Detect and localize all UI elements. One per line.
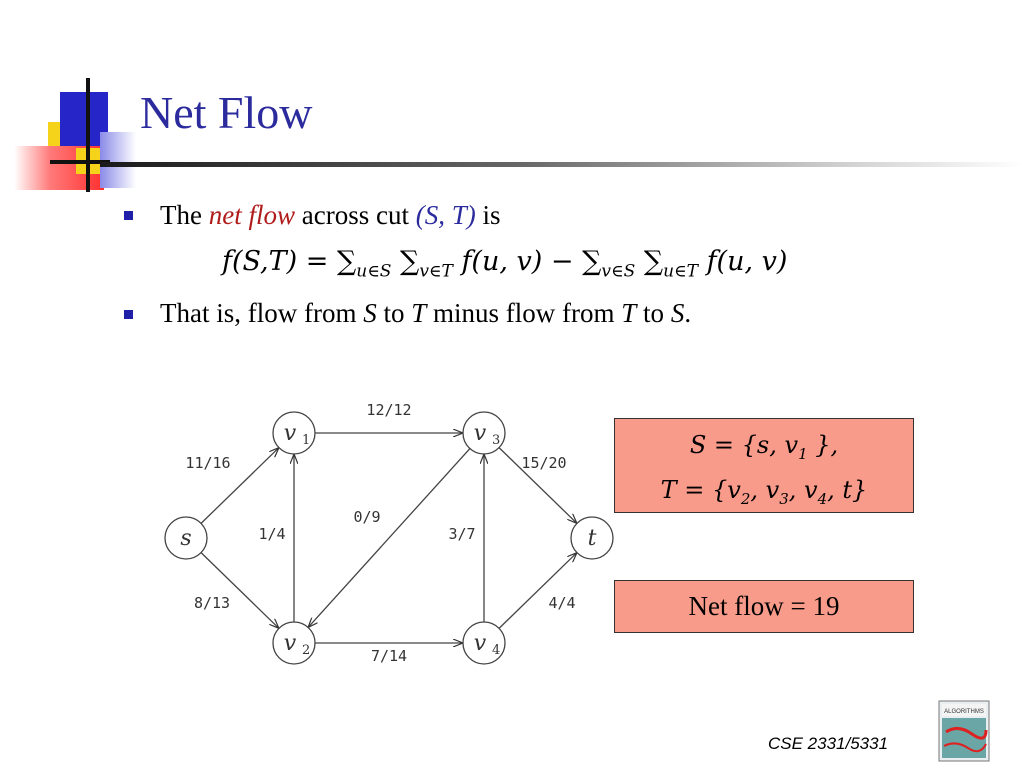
sum-symbol: ∑ bbox=[643, 246, 664, 277]
subscript: 2 bbox=[740, 489, 751, 508]
cut-term: (S, T) bbox=[415, 200, 476, 230]
edge-label-v3-t: 15/20 bbox=[521, 454, 566, 472]
svg-text:v: v bbox=[474, 631, 487, 656]
bullet-flow-explanation: That is, flow from S to T minus flow fro… bbox=[160, 300, 691, 327]
text-segment: to bbox=[636, 298, 671, 328]
text-segment: The bbox=[160, 200, 209, 230]
node-t: t bbox=[570, 516, 614, 560]
net-flow-box: Net flow = 19 bbox=[614, 580, 914, 633]
edge-label-v4-v3: 3/7 bbox=[448, 525, 475, 543]
edge-v3-v2 bbox=[309, 448, 471, 627]
edge-label-v2-v4: 7/14 bbox=[371, 647, 407, 665]
course-footer: CSE 2331/5331 bbox=[768, 734, 889, 753]
set-t-line: T = {v2, v3, v4, t} bbox=[615, 472, 913, 517]
algorithms-book-icon: ALGORITHMS bbox=[938, 700, 990, 762]
deco-vertical-line bbox=[86, 78, 90, 192]
slide-title: Net Flow bbox=[140, 87, 313, 138]
svg-text:3: 3 bbox=[492, 433, 500, 448]
set-s: S bbox=[670, 298, 685, 328]
set-s-line: S = {s, v1 }, bbox=[615, 427, 913, 472]
deco-horizontal-line bbox=[50, 160, 110, 164]
text-segment: to bbox=[376, 298, 412, 328]
cut-sets-box: S = {s, v1 }, T = {v2, v3, v4, t} bbox=[614, 418, 914, 513]
svg-text:t: t bbox=[588, 526, 597, 551]
formula-term: f(u, v) − bbox=[452, 246, 583, 277]
subscript: 3 bbox=[779, 489, 789, 508]
set-t: T bbox=[411, 298, 427, 328]
bullet-marker bbox=[124, 310, 133, 319]
svg-text:v: v bbox=[284, 631, 297, 656]
svg-text:2: 2 bbox=[302, 643, 310, 658]
edge-s-v2 bbox=[200, 552, 278, 628]
formula-term: f(u, v) bbox=[697, 246, 788, 277]
node-s: s bbox=[164, 516, 208, 560]
text-segment: That is, flow from bbox=[160, 298, 364, 328]
sum-index: u∈S bbox=[356, 261, 392, 282]
text-segment: minus flow from bbox=[426, 298, 622, 328]
net-flow-term: net flow bbox=[208, 200, 295, 230]
bullet-marker bbox=[124, 211, 133, 220]
set-t: T bbox=[621, 298, 637, 328]
set-t-prefix: T = {v bbox=[660, 475, 741, 504]
sum-symbol: ∑ bbox=[336, 246, 357, 277]
svg-text:1: 1 bbox=[302, 433, 310, 448]
subscript: 4 bbox=[817, 489, 828, 508]
edge-label-s-v2: 8/13 bbox=[194, 594, 230, 612]
set-t-mid: , v bbox=[750, 475, 780, 504]
title-divider bbox=[100, 162, 1024, 167]
sum-symbol: ∑ bbox=[400, 246, 420, 277]
svg-text:s: s bbox=[180, 526, 191, 551]
set-t-suffix: , t} bbox=[827, 475, 868, 504]
formula-lhs: f(S,T) = bbox=[222, 246, 337, 277]
sum-index: v∈S bbox=[601, 261, 636, 282]
edge-v4-t bbox=[498, 553, 576, 629]
text-segment: across cut bbox=[294, 200, 416, 230]
sum-index: u∈T bbox=[663, 261, 698, 282]
svg-text:4: 4 bbox=[492, 643, 500, 658]
edge-label-s-v1: 11/16 bbox=[185, 454, 230, 472]
sum-index: v∈T bbox=[419, 261, 453, 282]
edge-v3-t bbox=[498, 447, 576, 523]
set-s: S bbox=[363, 298, 377, 328]
set-s-prefix: S = {s, v bbox=[689, 431, 799, 459]
edge-label-v4-t: 4/4 bbox=[548, 594, 575, 612]
edge-label-v1-v3: 12/12 bbox=[366, 401, 411, 419]
corner-decoration bbox=[0, 0, 140, 200]
set-s-suffix: }, bbox=[807, 431, 839, 459]
net-flow-formula: f(S,T) = ∑u∈S ∑v∈T f(u, v) − ∑v∈S ∑u∈T f… bbox=[222, 248, 787, 280]
edge-s-v1 bbox=[200, 448, 278, 524]
sum-symbol: ∑ bbox=[582, 246, 602, 277]
edge-label-v2-v1: 1/4 bbox=[258, 525, 285, 543]
set-t-mid: , v bbox=[788, 475, 818, 504]
book-title: ALGORITHMS bbox=[944, 709, 984, 715]
svg-text:v: v bbox=[284, 421, 297, 446]
text-segment: . bbox=[684, 298, 692, 328]
subscript: 1 bbox=[798, 444, 808, 463]
text-segment: is bbox=[475, 200, 501, 230]
edge-label-v3-v2: 0/9 bbox=[353, 508, 380, 526]
svg-text:v: v bbox=[474, 421, 487, 446]
bullet-net-flow-definition: The net flow across cut (S, T) is bbox=[160, 202, 500, 229]
